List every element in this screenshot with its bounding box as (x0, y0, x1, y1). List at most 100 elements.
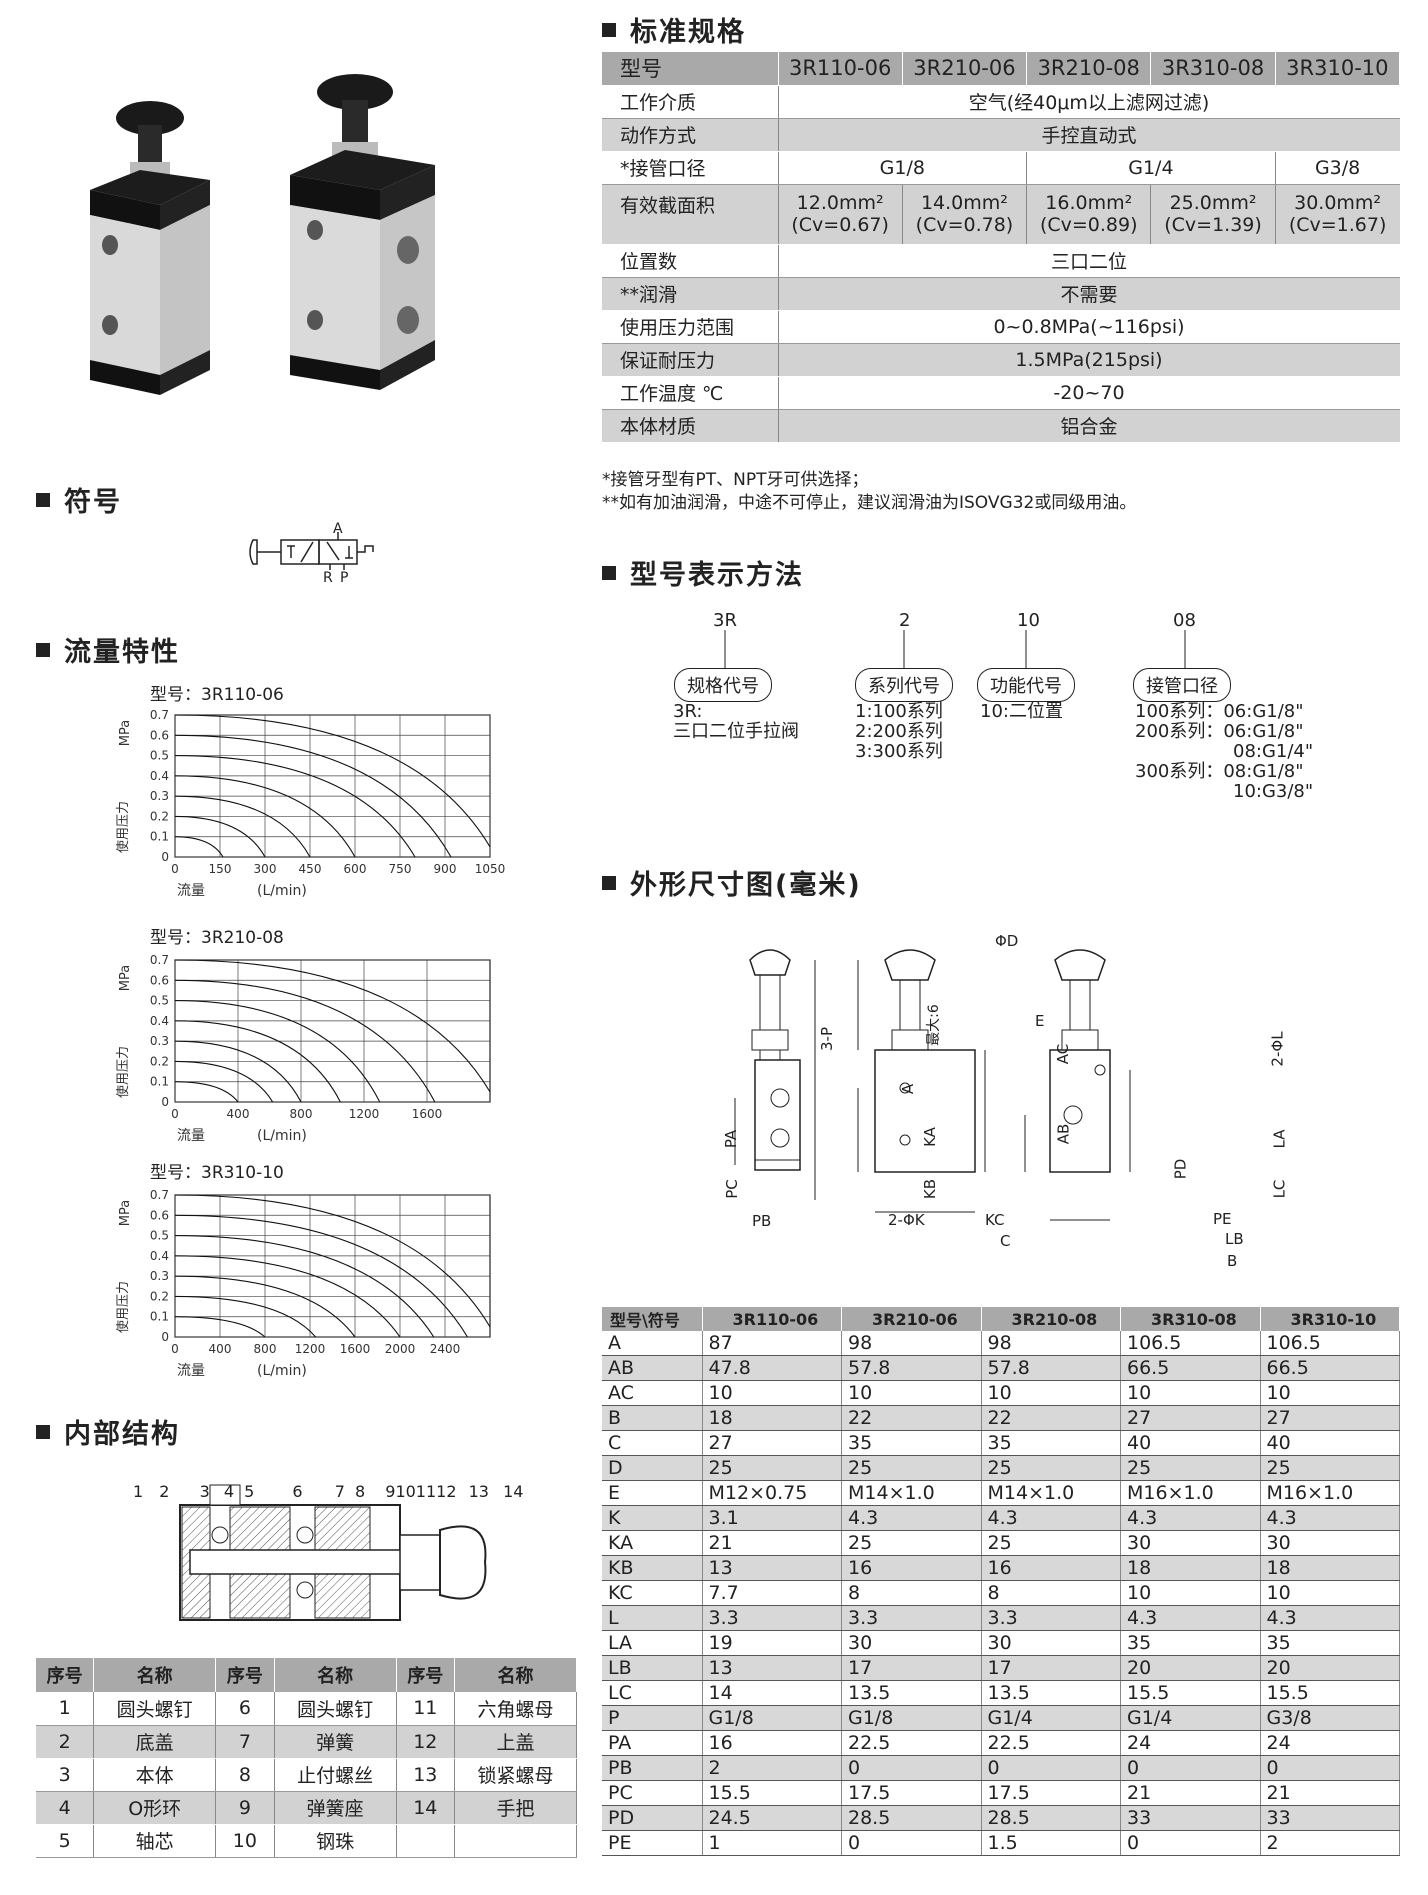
part-number: 7 (334, 1482, 345, 1501)
chart-xtick-label: 0 (171, 862, 179, 876)
part-number: 1 (133, 1482, 144, 1501)
dimensions-table: 型号\符号 3R110-06 3R210-06 3R210-08 3R310-0… (602, 1307, 1400, 1857)
chart-ytick-label: 0.6 (150, 973, 169, 987)
dims-value: 17 (981, 1655, 1121, 1682)
chart-yunit: MPa (118, 720, 133, 746)
dims-value: 3.3 (841, 1605, 982, 1632)
model-pill-2: 系列代号 (855, 668, 953, 702)
dim-label-c: C (1000, 1232, 1011, 1250)
valve-symbol (249, 532, 374, 570)
dims-symbol: KC (602, 1580, 703, 1607)
dims-value: 4.3 (1260, 1605, 1400, 1632)
dims-value: 3.1 (702, 1505, 842, 1532)
chart-series-line (174, 815, 266, 858)
chart-plot-frame (174, 959, 491, 1103)
chart-ytick-label: 0.4 (150, 769, 169, 783)
dims-value: 10 (1260, 1380, 1400, 1407)
section-title-symbol-text: 符号 (64, 487, 122, 518)
parts-name: O形环 (93, 1791, 217, 1825)
model-code-1: 3R (713, 610, 737, 631)
model-desc-1: 3R: 三口二位手拉阀 (673, 702, 799, 742)
parts-index: 4 (36, 1791, 95, 1825)
chart-xtick-label: 400 (227, 1107, 250, 1121)
spec-row: **润滑 不需要 (602, 277, 1400, 311)
chart-xtick-label: 1200 (349, 1107, 380, 1121)
dims-value: 16 (841, 1555, 982, 1582)
spec-row: 使用压力范围 0~0.8MPa(~116psi) (602, 310, 1400, 344)
chart-series-line (174, 755, 416, 858)
dims-value: 30 (981, 1630, 1121, 1657)
dim-label-pb: PB (752, 1212, 772, 1230)
spec-model: 3R110-06 (778, 52, 903, 86)
chart-ytick-label: 0.4 (150, 1014, 169, 1028)
model-code-3: 10 (1017, 610, 1040, 631)
dims-value: 15.5 (702, 1780, 842, 1807)
parts-index: 11 (396, 1692, 456, 1726)
parts-name: 锁紧螺母 (454, 1758, 577, 1792)
chart-ytick-label: 0.2 (150, 1289, 169, 1303)
spec-row: 工作介质 空气(经40μm以上滤网过滤) (602, 85, 1400, 119)
spec-value: 0~0.8MPa(~116psi) (778, 310, 1400, 344)
dims-symbol: KA (602, 1530, 703, 1557)
dims-value: 47.8 (702, 1355, 842, 1382)
chart-series-line (174, 836, 224, 858)
dims-value: 17.5 (841, 1780, 982, 1807)
chart-xlabel: 流量 (177, 1128, 205, 1144)
area-mm: 25.0mm² (1169, 192, 1257, 214)
dims-value: 3.3 (702, 1605, 842, 1632)
chart-plot-frame (174, 714, 491, 858)
dims-value: 13.5 (841, 1680, 982, 1707)
dims-header: 3R310-10 (1260, 1307, 1400, 1331)
dims-value: 25 (981, 1455, 1121, 1482)
dims-value: 27 (702, 1430, 842, 1457)
model-desc-line: 三口二位手拉阀 (673, 721, 799, 742)
parts-index: 6 (215, 1692, 275, 1726)
dims-value: 106.5 (1120, 1331, 1261, 1357)
spec-value: -20~70 (778, 376, 1400, 410)
dims-value: 13.5 (981, 1680, 1121, 1707)
dims-value: G1/4 (1120, 1705, 1261, 1732)
part-number: 2 (159, 1482, 170, 1501)
parts-name: 轴芯 (93, 1824, 217, 1858)
dims-value: 10 (981, 1380, 1121, 1407)
dims-value: 16 (981, 1555, 1121, 1582)
model-desc-line: 1:100系列 (855, 701, 943, 722)
part-number: 8 (354, 1482, 366, 1501)
part-number: 3 (199, 1482, 210, 1501)
chart-series-line (174, 1255, 401, 1338)
chart-ytick-label: 0.1 (150, 830, 169, 844)
dims-value: 66.5 (1260, 1355, 1400, 1382)
chart-ytick-label: 0.5 (150, 749, 169, 763)
spec-row-label: **润滑 (602, 277, 779, 311)
model-code-2: 2 (899, 610, 911, 631)
dims-value: 35 (1260, 1630, 1400, 1657)
spec-note-2: **如有加油润滑，中途不可停止，建议润滑油为ISOVG32或同级用油。 (602, 493, 1137, 513)
chart-xtick-label: 800 (290, 1107, 313, 1121)
dims-value: 3.3 (981, 1605, 1121, 1632)
area-mm: 14.0mm² (920, 192, 1008, 214)
parts-index: 13 (396, 1758, 456, 1792)
model-code-4: 08 (1173, 610, 1196, 631)
dim-label-pc: PC (722, 1179, 741, 1199)
dims-header: 3R210-06 (841, 1307, 982, 1331)
dims-symbol: E (602, 1480, 703, 1507)
chart-xtick-label: 0 (171, 1342, 179, 1356)
dims-value: 18 (1120, 1555, 1261, 1582)
chart-yunit: MPa (118, 1200, 133, 1226)
model-desc-line: 3:300系列 (855, 741, 943, 762)
dims-value: 21 (702, 1530, 842, 1557)
dim-label-pa: PA (722, 1129, 741, 1149)
model-pill-3: 功能代号 (977, 668, 1075, 702)
spec-row-label: 位置数 (602, 244, 779, 278)
chart-ytick-label: 0.6 (150, 1208, 169, 1222)
